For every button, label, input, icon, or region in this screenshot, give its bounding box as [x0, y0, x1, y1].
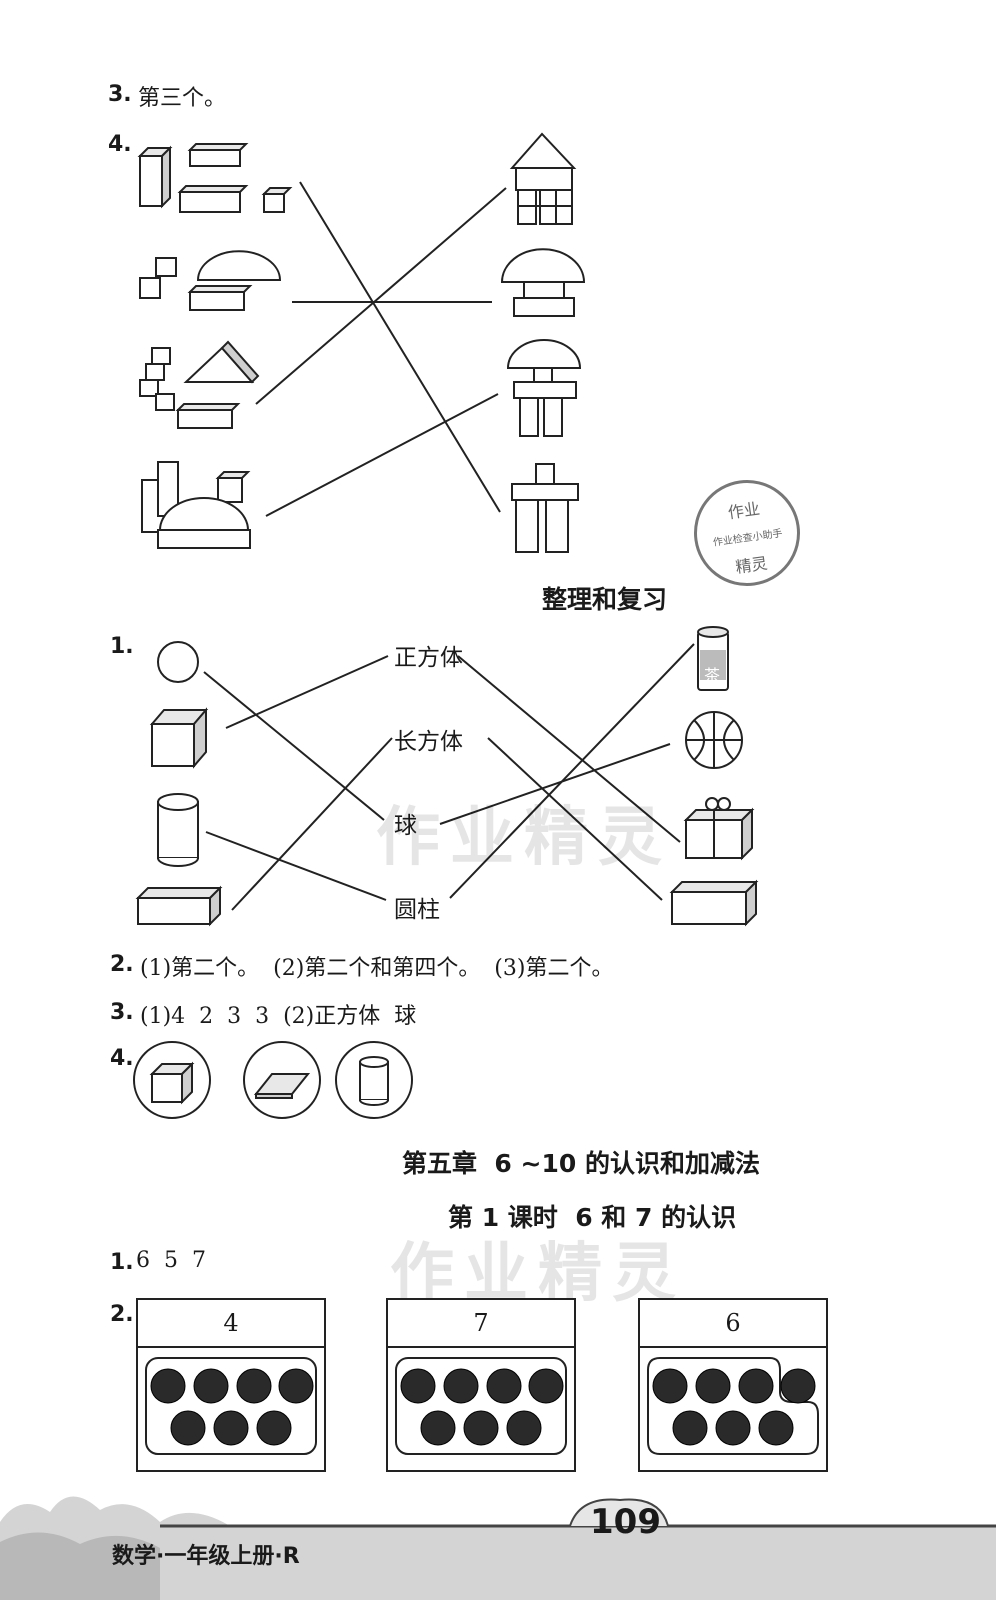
circled-shapes-figure: [133, 1041, 413, 1119]
footer-book-label: 数学·一年级上册·R: [112, 1544, 300, 1569]
chapter-q1-number: 1.: [110, 1250, 134, 1275]
label-cube: 正方体: [394, 645, 463, 671]
review-q3-answer: (1)4 2 3 3 (2)正方体 球: [140, 1004, 417, 1029]
sphere-shape: [157, 641, 199, 683]
cylinder-shape: [157, 793, 199, 867]
watermark-text-1: 作业精灵: [376, 801, 672, 875]
circled-cylinder-icon: [335, 1041, 413, 1119]
shape-matching-figure: [135, 626, 759, 927]
q4-number: 4.: [108, 132, 132, 157]
chapter-title: 第五章 6 ~10 的认识和加减法: [402, 1149, 760, 1178]
cube-shape: [149, 707, 209, 769]
gift-box-icon: [683, 797, 755, 861]
review-title: 整理和复习: [542, 585, 668, 614]
block-set-1: [137, 143, 293, 213]
building-1: [509, 132, 577, 225]
building-3: [506, 339, 582, 437]
page-number: 109: [590, 1502, 661, 1542]
block-set-2: [139, 250, 282, 311]
count-box-header: 7: [388, 1300, 574, 1348]
count-box-1: 4: [136, 1298, 326, 1472]
building-2: [500, 248, 586, 317]
chapter-q1-answer: 6 5 7: [136, 1248, 206, 1273]
review-q3-number: 3.: [110, 1000, 134, 1025]
tea-can-icon: [697, 626, 729, 691]
count-box-header: 6: [640, 1300, 826, 1348]
circled-cube-icon: [133, 1041, 211, 1119]
chapter-q2-number: 2.: [110, 1302, 134, 1327]
footer-decoration: [0, 1496, 996, 1600]
count-box-3: 6: [638, 1298, 828, 1472]
review-q2-number: 2.: [110, 952, 134, 977]
q3-number: 3.: [108, 82, 132, 107]
q3-answer: 第三个。: [138, 86, 227, 111]
block-set-3: [139, 340, 260, 429]
lesson-title: 第 1 课时 6 和 7 的认识: [448, 1203, 737, 1232]
apples-group: [145, 1357, 317, 1455]
cuboid-shape: [135, 885, 223, 927]
label-cuboid: 长方体: [394, 729, 463, 755]
building-4: [511, 463, 579, 553]
basketball-icon: [685, 711, 743, 769]
block-matching-figure: [137, 132, 586, 553]
label-cylinder: 圆柱: [394, 897, 440, 923]
label-sphere: 球: [394, 813, 417, 839]
box-icon: [669, 879, 759, 927]
review-q1-number: 1.: [110, 634, 134, 659]
apples-group: [647, 1357, 819, 1455]
tea-label: 茶: [704, 666, 721, 685]
apples-group: [395, 1357, 567, 1455]
block-set-4: [141, 461, 251, 549]
review-q2-answer: (1)第二个。 (2)第二个和第四个。 (3)第二个。: [140, 956, 614, 981]
count-box-header: 4: [138, 1300, 324, 1348]
count-box-2: 7: [386, 1298, 576, 1472]
review-q4-number: 4.: [110, 1046, 134, 1071]
circled-flat-square-icon: [243, 1041, 321, 1119]
